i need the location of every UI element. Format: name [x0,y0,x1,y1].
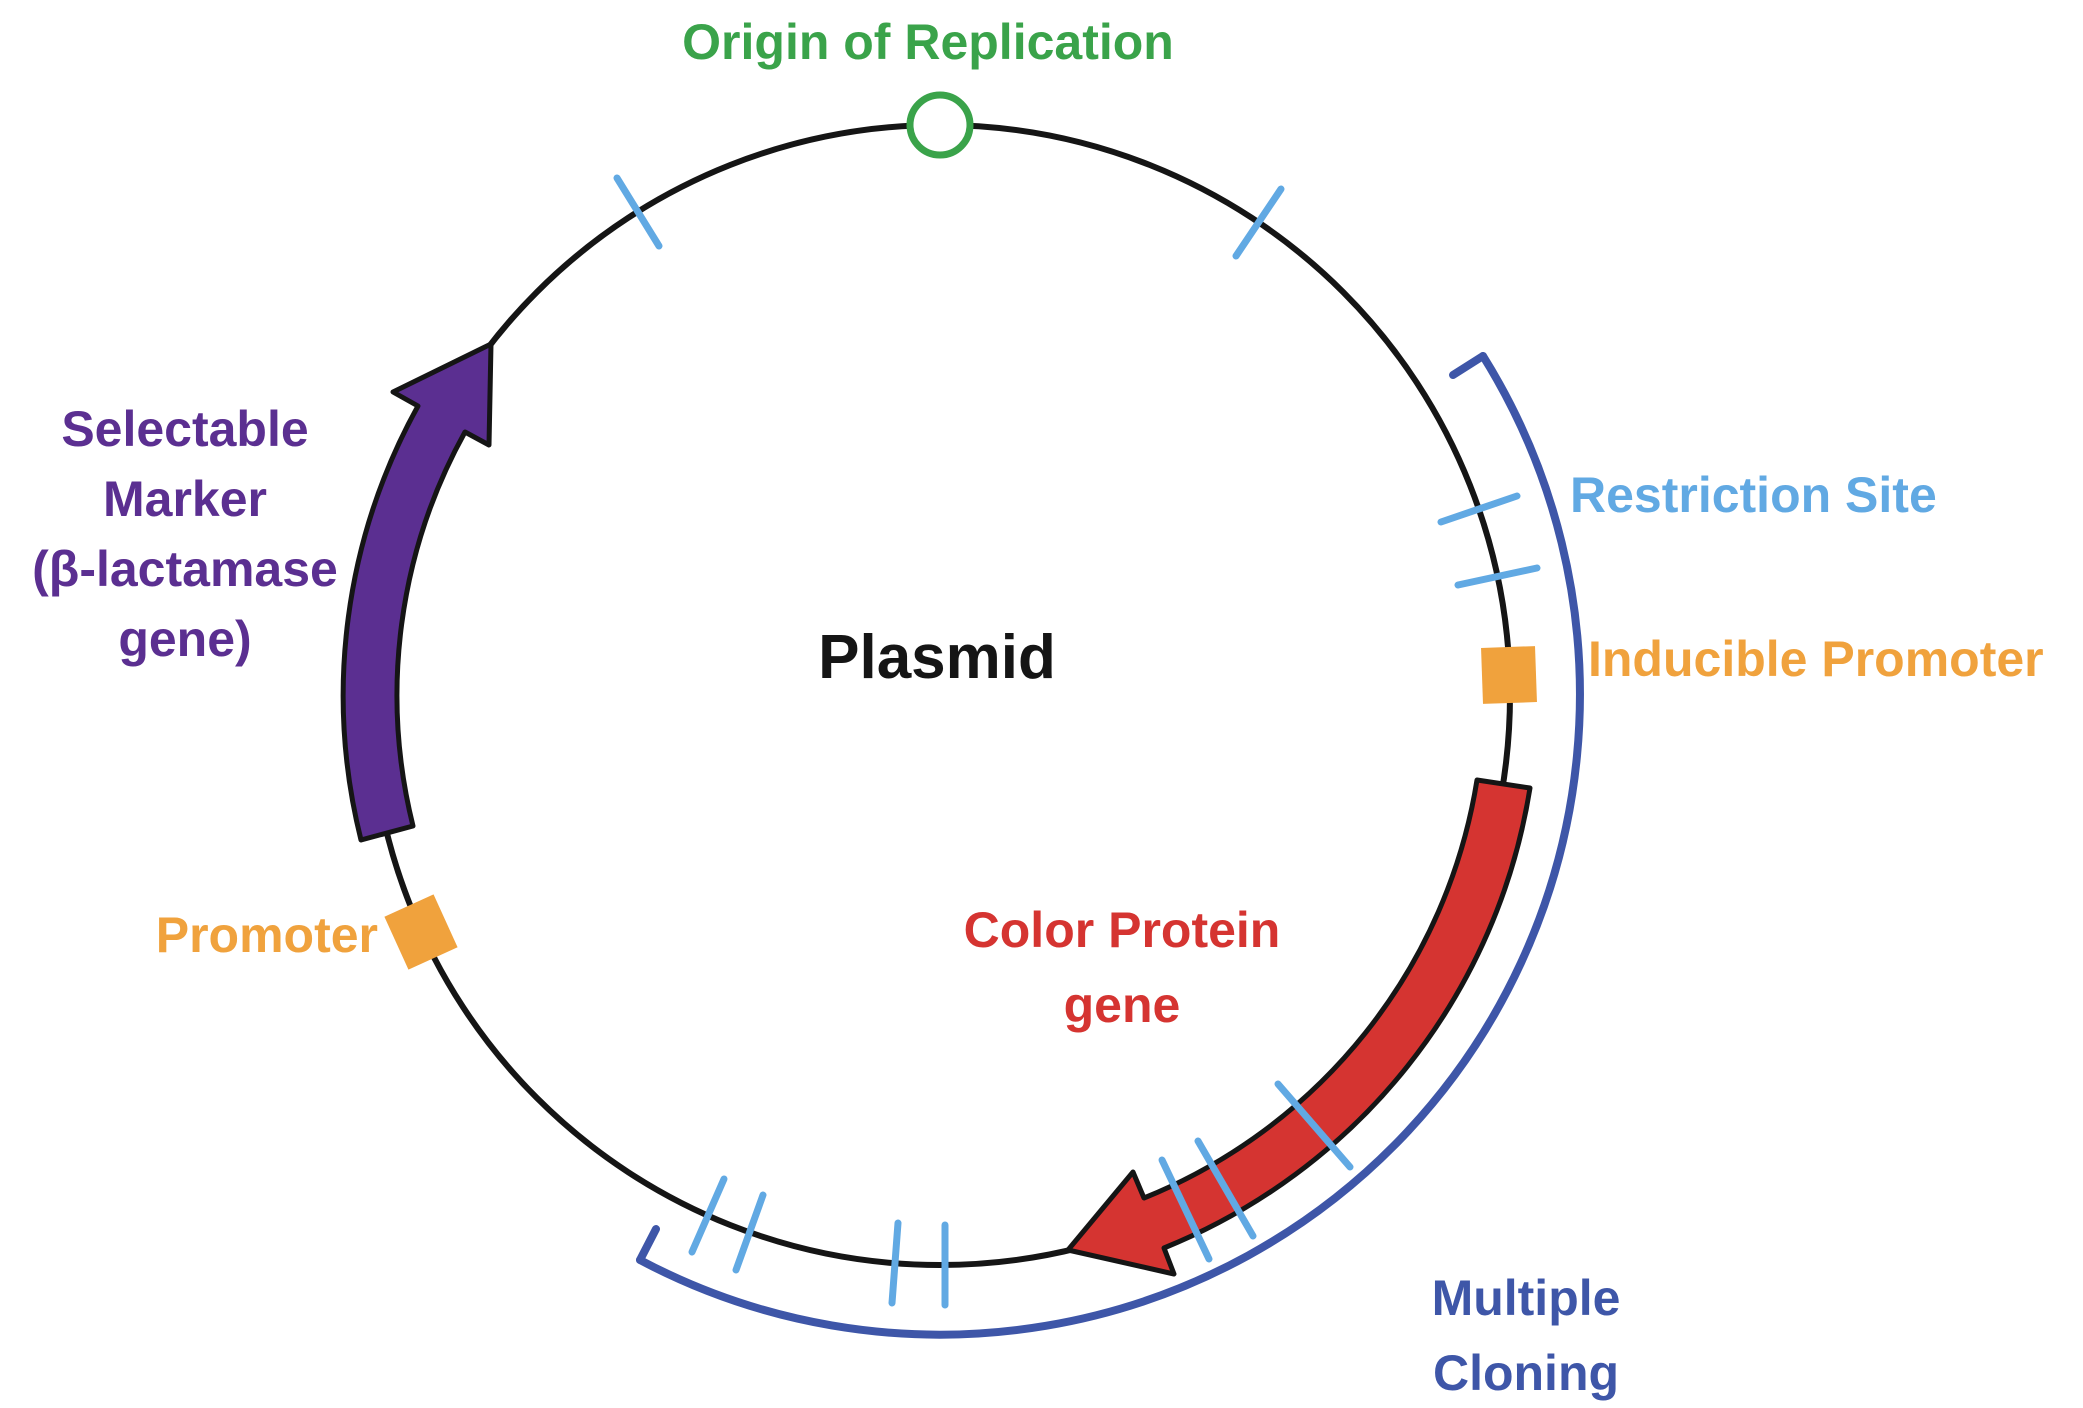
selectable-marker-label-line-3: (β-lactamase [32,541,338,597]
promoter-box [384,894,458,970]
origin-of-replication-marker [906,91,974,159]
color-protein-gene-arrow [1065,777,1533,1277]
restriction-tick-right-1 [1437,492,1521,526]
restriction-tick-on-gene-2 [1194,1137,1257,1240]
restriction-tick-on-gene-1 [1274,1080,1354,1171]
restriction-site-ticks [613,174,1541,1309]
selectable-marker-label-line-4: gene) [118,611,251,667]
multiple-cloning-label: Multiple Cloning [1432,1270,1621,1401]
restriction-tick-on-gene-3 [1158,1156,1213,1263]
restriction-tick-bottom-left-1 [732,1191,767,1274]
color-protein-gene-label: Color Protein gene [964,902,1281,1033]
restriction-site-label: Restriction Site [1570,467,1937,523]
selectable-marker-arrow [340,341,494,843]
mcs-bracket [636,352,1584,1339]
restriction-tick-bottom-2 [888,1219,902,1307]
multiple-cloning-label-line-2: Cloning [1433,1345,1619,1401]
restriction-tick-top-left [613,174,663,250]
mcs-bracket-arc [636,352,1584,1339]
restriction-tick-top-right [1232,185,1285,260]
origin-label: Origin of Replication [682,14,1174,70]
inducible-promoter-label: Inducible Promoter [1588,631,2044,687]
color-protein-gene-label-line-1: Color Protein [964,902,1281,958]
restriction-tick-bottom-left-2 [688,1175,728,1256]
mcs-bracket-cap-top [1449,352,1487,379]
selectable-marker-label-line-1: Selectable [61,401,308,457]
selectable-marker-label-line-2: Marker [103,471,267,527]
restriction-tick-right-2 [1454,564,1541,589]
multiple-cloning-label-line-1: Multiple [1432,1270,1621,1326]
promoter-label: Promoter [156,907,378,963]
mcs-bracket-cap-bottom [636,1225,660,1264]
selectable-marker-label: Selectable Marker (β-lactamase gene) [32,401,338,667]
inducible-promoter-box [1481,646,1537,704]
color-protein-gene-label-line-2: gene [1064,977,1181,1033]
plasmid-title: Plasmid [818,623,1056,692]
